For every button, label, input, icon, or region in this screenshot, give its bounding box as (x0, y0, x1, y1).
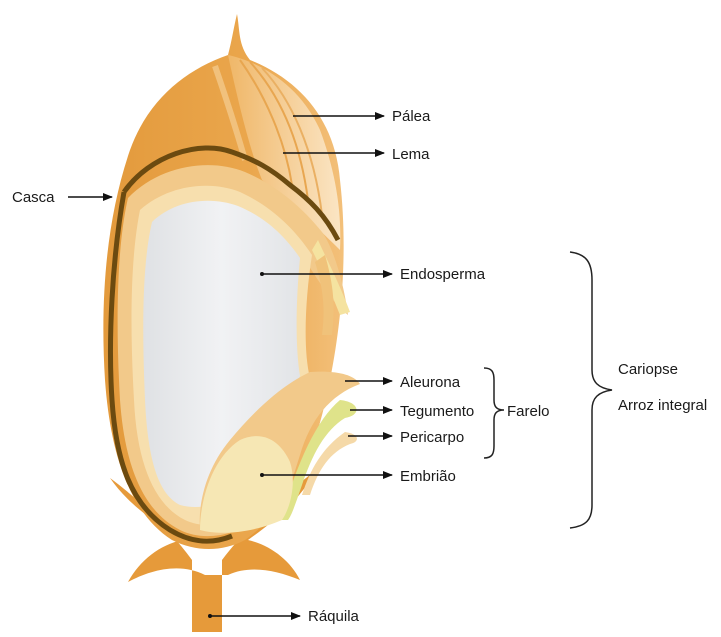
brace-cariopse (570, 252, 612, 528)
label-cariopse: Cariopse (618, 361, 678, 378)
label-pericarpo: Pericarpo (400, 429, 464, 446)
label-lema: Lema (392, 146, 430, 163)
label-embriao: Embrião (400, 468, 456, 485)
label-tegumento: Tegumento (400, 403, 474, 420)
label-aleurona: Aleurona (400, 374, 461, 391)
label-casca: Casca (12, 189, 55, 206)
label-palea: Pálea (392, 108, 431, 125)
label-arroz-integral: Arroz integral (618, 397, 707, 414)
brace-farelo (484, 368, 504, 458)
label-endosperma: Endosperma (400, 266, 486, 283)
label-raquila: Ráquila (308, 608, 360, 625)
label-farelo: Farelo (507, 403, 550, 420)
